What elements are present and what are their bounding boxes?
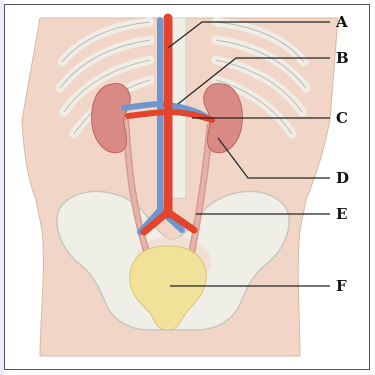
label-b: B — [336, 49, 349, 67]
label-e: E — [336, 205, 347, 223]
label-a: A — [335, 13, 348, 31]
label-d: D — [336, 169, 349, 187]
label-c: C — [336, 109, 348, 127]
label-f: F — [336, 277, 347, 295]
